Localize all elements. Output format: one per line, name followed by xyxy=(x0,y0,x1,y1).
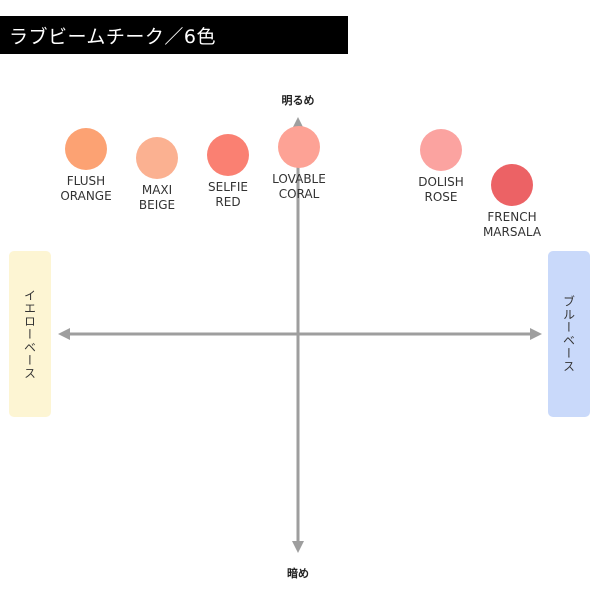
shade-label: FRENCH MARSALA xyxy=(483,210,541,240)
shade-label: MAXI BEIGE xyxy=(139,183,175,213)
shade-label: DOLISH ROSE xyxy=(418,175,464,205)
axis-bottom-label: 暗め xyxy=(287,567,309,580)
shade-name-line1: LOVABLE xyxy=(272,172,326,186)
shade-label: FLUSH ORANGE xyxy=(60,174,111,204)
shade-name-line1: SELFIE xyxy=(208,180,248,194)
blue-base-label: ブルーベース xyxy=(561,295,576,373)
shade-name-line2: MARSALA xyxy=(482,225,542,239)
shade-dot xyxy=(420,129,462,171)
shade-dot xyxy=(207,134,249,176)
shade-name-line2: RED xyxy=(215,195,241,209)
title-bar: ラブビームチーク／6色 xyxy=(0,16,348,54)
shade-name-line1: DOLISH xyxy=(418,175,464,189)
shade-name-line2: ORANGE xyxy=(60,189,112,203)
shade-name-line2: BEIGE xyxy=(138,198,176,212)
axis-top-label: 明るめ xyxy=(281,94,315,107)
shade-name-line1: FRENCH xyxy=(487,210,537,224)
shade-dot xyxy=(278,126,320,168)
shade-label: SELFIE RED xyxy=(208,180,248,210)
shade-dot xyxy=(65,128,107,170)
page-title: ラブビームチーク／6色 xyxy=(9,25,217,48)
shade-name-line2: ROSE xyxy=(424,190,458,204)
yellow-base-box: イエローベース xyxy=(9,251,51,417)
yellow-base-label: イエローベース xyxy=(22,288,37,380)
blue-base-box: ブルーベース xyxy=(548,251,590,417)
shade-dot xyxy=(136,137,178,179)
shade-name-line2: CORAL xyxy=(278,187,320,201)
shade-name-line1: FLUSH xyxy=(66,174,106,188)
shade-dot xyxy=(491,164,533,206)
shade-label: LOVABLE CORAL xyxy=(272,172,326,202)
shade-name-line1: MAXI xyxy=(141,183,173,197)
